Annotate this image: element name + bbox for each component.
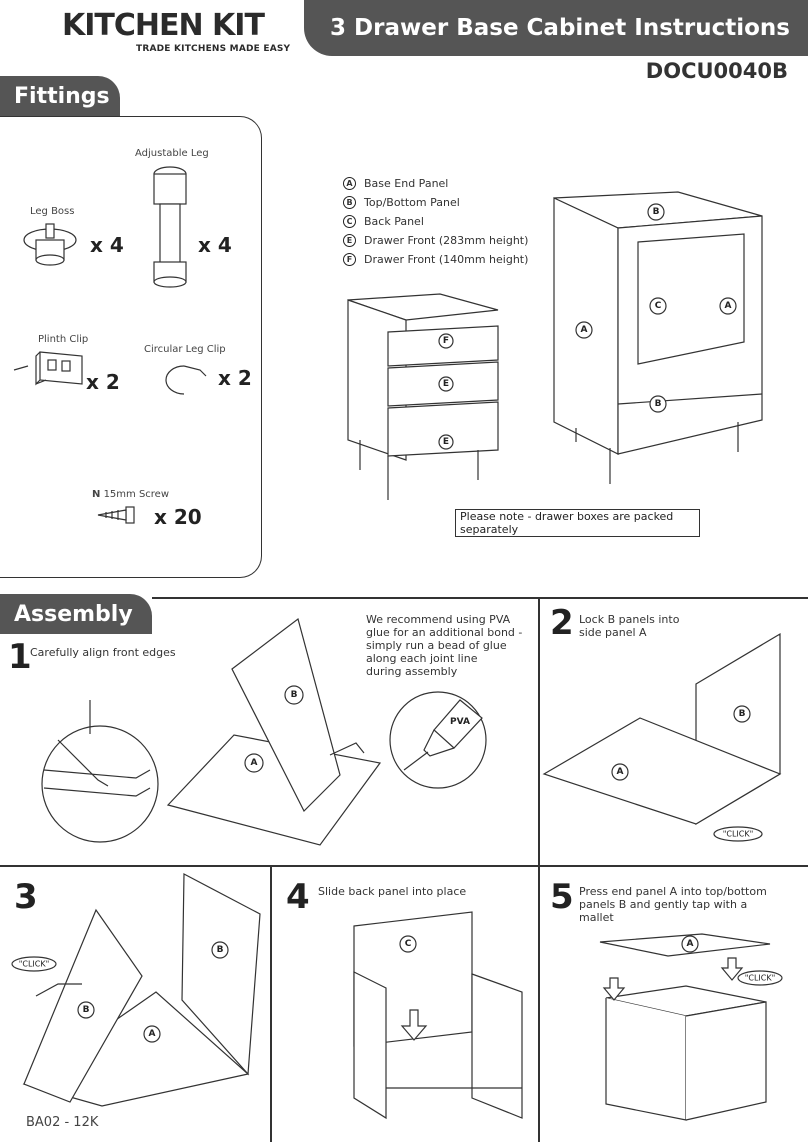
pva-note-line: simply run a bead of glue <box>366 639 507 652</box>
document-code: DOCU0040B <box>645 59 788 83</box>
fittings-panel <box>0 116 262 578</box>
step-1-detail-drawing <box>41 700 159 843</box>
label-b-bottom: B <box>655 399 662 409</box>
label-b: B <box>83 1005 90 1015</box>
pva-note: We recommend using PVA glue for an addit… <box>366 613 522 678</box>
pva-note-line: glue for an additional bond - <box>366 626 523 639</box>
click-callout: "CLICK" <box>723 830 754 839</box>
step-4-number: 4 <box>286 877 310 917</box>
legend-text: Drawer Front (140mm height) <box>364 253 529 266</box>
step-2-drawing: B A "CLICK" <box>542 632 782 842</box>
label-e-lower: E <box>443 437 449 447</box>
label-a-right: A <box>725 301 732 311</box>
step-2-number: 2 <box>550 603 574 643</box>
circular-leg-clip-label: Circular Leg Clip <box>144 344 226 355</box>
open-cabinet-drawing: B A C A B <box>553 191 763 484</box>
circular-leg-clip-qty: x 2 <box>218 366 252 390</box>
legend-key: C <box>343 215 356 228</box>
legend-key: A <box>343 177 356 190</box>
packing-note: Please note - drawer boxes are packed se… <box>455 509 700 537</box>
screw-icon <box>97 506 135 524</box>
divider <box>538 865 540 1142</box>
pva-note-line: along each joint line <box>366 652 478 665</box>
adjustable-leg-icon <box>153 166 187 288</box>
panel-legend: A Base End Panel B Top/Bottom Panel C Back … <box>343 174 528 269</box>
fittings-heading: Fittings <box>0 76 120 116</box>
pva-note-line: during assembly <box>366 665 458 678</box>
screw-code: N <box>92 489 101 500</box>
screw-label: N 15mm Screw <box>92 489 169 500</box>
click-callout: "CLICK" <box>745 974 776 983</box>
adjustable-leg-label: Adjustable Leg <box>135 148 209 159</box>
label-c: C <box>655 301 662 311</box>
legend-key: F <box>343 253 356 266</box>
legend-item-f: F Drawer Front (140mm height) <box>343 250 528 269</box>
legend-text: Drawer Front (283mm height) <box>364 234 529 247</box>
footer-code: BA02 - 12K <box>26 1115 99 1130</box>
document-title: 3 Drawer Base Cabinet Instructions <box>304 0 808 56</box>
plinth-clip-label: Plinth Clip <box>38 334 89 345</box>
circular-leg-clip-icon <box>165 365 207 395</box>
click-callout: "CLICK" <box>19 960 50 969</box>
glue-label: PVA <box>450 717 470 727</box>
step-5-text: Press end panel A into top/bottom panels… <box>579 885 767 924</box>
label-a: A <box>149 1029 156 1039</box>
screw-name: 15mm Screw <box>103 489 170 500</box>
leg-boss-label: Leg Boss <box>30 206 75 217</box>
step-5-number: 5 <box>550 877 574 917</box>
label-a-left: A <box>581 325 588 335</box>
step-1-drawing: B A <box>166 617 382 846</box>
step-1-number: 1 <box>8 637 32 677</box>
label-a: A <box>251 758 258 768</box>
plinth-clip-icon <box>13 351 83 386</box>
leg-boss-qty: x 4 <box>90 233 124 257</box>
screw-qty: x 20 <box>154 505 202 529</box>
step-4-drawing: C <box>353 911 523 1120</box>
leg-boss-icon <box>23 223 77 266</box>
step-2-text: Lock B panels into side panel A <box>579 613 680 639</box>
plinth-clip-qty: x 2 <box>86 370 120 394</box>
legend-item-a: A Base End Panel <box>343 174 528 193</box>
label-b-top: B <box>653 207 660 217</box>
label-b: B <box>739 709 746 719</box>
step-1-text: Carefully align front edges <box>30 646 176 659</box>
brand-tagline: TRADE KITCHENS MADE EASY <box>136 44 291 54</box>
legend-item-e: E Drawer Front (283mm height) <box>343 231 528 250</box>
legend-key: B <box>343 196 356 209</box>
divider <box>538 597 540 865</box>
divider <box>0 865 808 867</box>
label-b-right: B <box>217 945 224 955</box>
glue-bottle-detail: PVA <box>389 691 487 789</box>
legend-text: Back Panel <box>364 215 424 228</box>
label-a: A <box>617 767 624 777</box>
label-b: B <box>291 690 298 700</box>
legend-key: E <box>343 234 356 247</box>
step-5-drawing: A "CLICK" <box>599 933 783 1121</box>
legend-text: Top/Bottom Panel <box>364 196 460 209</box>
legend-item-c: C Back Panel <box>343 212 528 231</box>
assembly-heading: Assembly <box>0 594 152 634</box>
step-4-text: Slide back panel into place <box>318 885 467 898</box>
label-c: C <box>405 939 412 949</box>
label-e: E <box>443 379 449 389</box>
drawer-cabinet-drawing: F E E <box>347 293 499 500</box>
divider <box>270 865 272 1142</box>
step-3-drawing: "CLICK" B B A <box>11 873 261 1107</box>
adjustable-leg-qty: x 4 <box>198 233 232 257</box>
label-f: F <box>443 336 449 346</box>
divider <box>152 597 808 599</box>
pva-note-line: We recommend using PVA <box>366 613 511 626</box>
label-a: A <box>687 939 694 949</box>
legend-item-b: B Top/Bottom Panel <box>343 193 528 212</box>
legend-text: Base End Panel <box>364 177 449 190</box>
step-3-number: 3 <box>14 877 38 917</box>
brand-logo: KITCHEN KIT <box>62 8 265 43</box>
